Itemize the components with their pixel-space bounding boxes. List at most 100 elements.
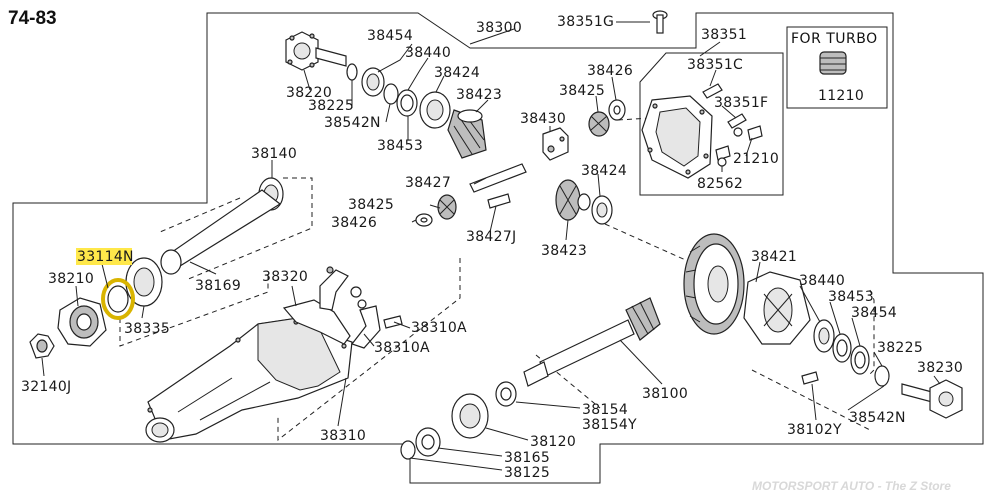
label-38454-right[interactable]: 38454 <box>851 305 897 321</box>
label-38421[interactable]: 38421 <box>751 249 797 265</box>
label-38154y[interactable]: 38154Y <box>582 417 637 433</box>
label-38225-right[interactable]: 38225 <box>877 340 923 356</box>
watermark: MOTORSPORT AUTO - The Z Store <box>752 479 951 493</box>
label-38310[interactable]: 38310 <box>320 428 366 444</box>
turbo-part-icon <box>819 51 847 75</box>
label-38230[interactable]: 38230 <box>917 360 963 376</box>
label-38453-top[interactable]: 38453 <box>377 138 423 154</box>
label-38120[interactable]: 38120 <box>530 434 576 450</box>
bearing-38440-right <box>813 319 835 353</box>
bearing-38335 <box>125 257 163 307</box>
seal-33114n-highlighted[interactable] <box>101 278 135 320</box>
page-code: 74-83 <box>8 8 57 29</box>
ring-gear-38421 <box>683 233 745 335</box>
gasket-38320 <box>282 299 351 345</box>
bearing-38424-top <box>419 91 451 129</box>
label-38426-top[interactable]: 38426 <box>587 63 633 79</box>
flange-38230 <box>901 379 963 419</box>
label-38423-top[interactable]: 38423 <box>456 87 502 103</box>
side-gear-38425-mid <box>437 194 457 220</box>
label-38440-right[interactable]: 38440 <box>799 273 845 289</box>
washer-38125 <box>400 440 416 460</box>
group-line-diff-right <box>867 289 875 377</box>
bolt-38102y <box>801 371 819 385</box>
washer-38426-mid <box>415 213 433 227</box>
label-38427[interactable]: 38427 <box>405 175 451 191</box>
group-line-diff-bottom <box>751 369 871 431</box>
label-38440-top[interactable]: 38440 <box>405 45 451 61</box>
label-38335[interactable]: 38335 <box>124 321 170 337</box>
group-line-carrier-left <box>119 272 269 347</box>
group-line-driveshaft <box>185 177 313 281</box>
bracket-38430 <box>542 127 569 161</box>
washer-38453-right <box>832 333 852 363</box>
seal-38225-top <box>346 63 358 81</box>
carrier-housing-38310 <box>145 317 353 443</box>
label-38310a-1[interactable]: 38310A <box>411 320 467 336</box>
side-gear-38425-top <box>588 111 610 137</box>
rear-cover-box <box>639 52 784 196</box>
label-32140j[interactable]: 32140J <box>21 379 71 395</box>
label-38140[interactable]: 38140 <box>251 146 297 162</box>
turbo-box-title: FOR TURBO <box>791 31 878 47</box>
pinion-gear-38423-top <box>447 109 487 159</box>
flange-38210 <box>57 297 107 347</box>
label-38320[interactable]: 38320 <box>262 269 308 285</box>
label-38351f[interactable]: 38351F <box>714 95 768 111</box>
bearing-38120 <box>451 393 489 439</box>
label-38165[interactable]: 38165 <box>504 450 550 466</box>
label-38453-right[interactable]: 38453 <box>828 289 874 305</box>
label-38425-top[interactable]: 38425 <box>559 83 605 99</box>
assembly-boundary <box>12 12 984 484</box>
label-38310a-2[interactable]: 38310A <box>374 340 430 356</box>
shim-38454-right <box>850 345 870 375</box>
group-line-carrier-right <box>277 258 461 442</box>
washer-38154 <box>495 381 517 407</box>
plug-38351f <box>727 113 747 137</box>
label-38125[interactable]: 38125 <box>504 465 550 481</box>
drive-flange-38220 <box>285 31 347 71</box>
label-38351c[interactable]: 38351C <box>687 57 743 73</box>
label-38542n-top[interactable]: 38542N <box>324 115 381 131</box>
rear-cover-38351 <box>641 95 713 179</box>
label-38425-mid[interactable]: 38425 <box>348 197 394 213</box>
label-33114n[interactable]: 33114N <box>77 249 134 265</box>
label-38102y[interactable]: 38102Y <box>787 422 842 438</box>
label-38220[interactable]: 38220 <box>286 85 332 101</box>
label-38424-top[interactable]: 38424 <box>434 65 480 81</box>
label-38427j[interactable]: 38427J <box>466 229 516 245</box>
label-38454-top[interactable]: 38454 <box>367 28 413 44</box>
label-38430[interactable]: 38430 <box>520 111 566 127</box>
label-11210[interactable]: 11210 <box>818 88 864 104</box>
leader-lines <box>41 21 941 471</box>
label-21210[interactable]: 21210 <box>733 151 779 167</box>
pinion-shaft-38427 <box>469 163 527 193</box>
mount-bracket-38310a-2 <box>351 299 403 349</box>
label-38542n-right[interactable]: 38542N <box>849 410 906 426</box>
stud-21210 <box>747 125 763 141</box>
label-38351[interactable]: 38351 <box>701 27 747 43</box>
group-line-ringgear <box>604 223 691 263</box>
label-38154[interactable]: 38154 <box>582 402 628 418</box>
spacer-38165 <box>415 427 441 457</box>
label-82562[interactable]: 82562 <box>697 176 743 192</box>
label-38169[interactable]: 38169 <box>195 278 241 294</box>
highlight-33114n-bg <box>76 248 132 265</box>
label-38300[interactable]: 38300 <box>476 20 522 36</box>
mount-bracket-38310a-1 <box>319 266 362 311</box>
plug-82562 <box>715 145 731 167</box>
washer-38453-top <box>396 89 418 117</box>
label-38423-mid[interactable]: 38423 <box>541 243 587 259</box>
label-38426-mid[interactable]: 38426 <box>331 215 377 231</box>
label-38225-top[interactable]: 38225 <box>308 98 354 114</box>
group-line-driveshaft-2 <box>159 197 241 233</box>
shaft-38169 <box>160 189 282 275</box>
diff-case-38421 <box>743 271 811 345</box>
label-38100[interactable]: 38100 <box>642 386 688 402</box>
label-38351g[interactable]: 38351G <box>557 14 614 30</box>
pinion-gear-38423-mid <box>555 179 591 221</box>
label-38424-mid[interactable]: 38424 <box>581 163 627 179</box>
label-38210[interactable]: 38210 <box>48 271 94 287</box>
bearing-38424-mid <box>591 195 613 225</box>
